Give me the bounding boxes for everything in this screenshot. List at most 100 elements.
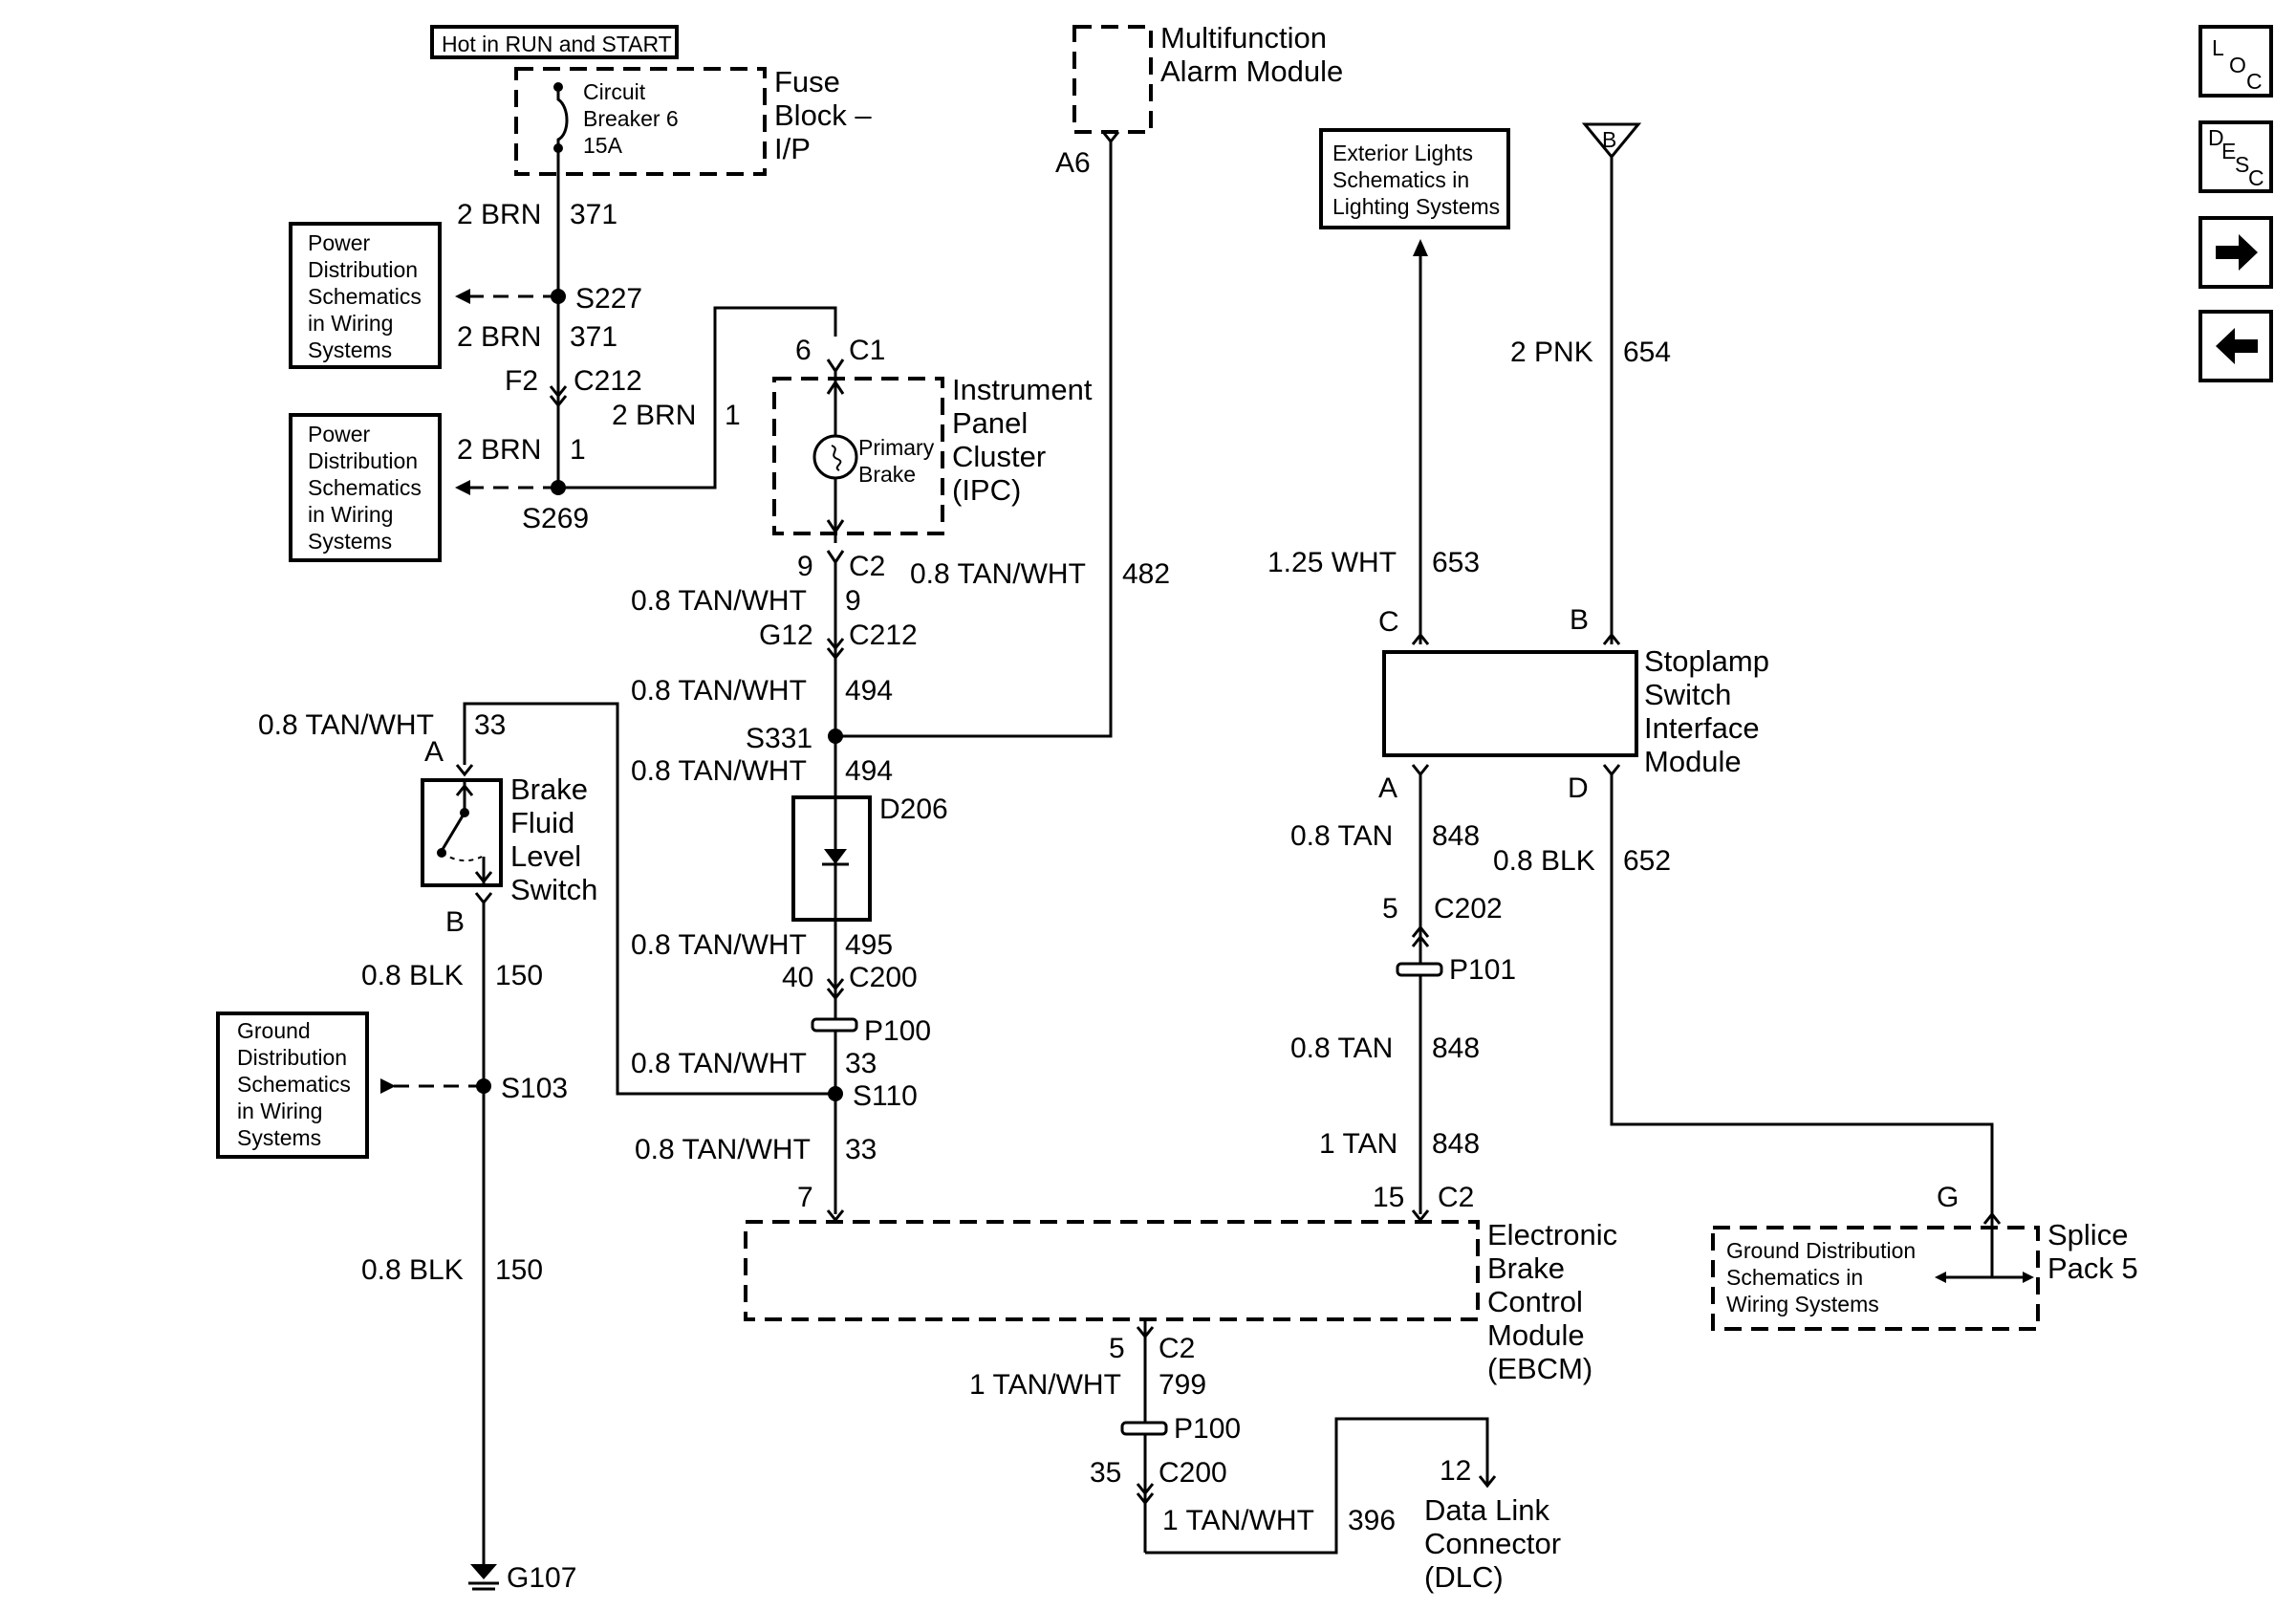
connector-p100: P100: [864, 1015, 931, 1047]
dlc-label-3: (DLC): [1424, 1560, 1504, 1594]
arrow-left-icon: [455, 289, 470, 304]
brake-switch-label-3: Level: [510, 839, 581, 873]
diode-icon: [824, 849, 847, 864]
wire-1-to-ipc: [558, 306, 837, 490]
splice-ground-ref-line-1: Ground Distribution: [1726, 1238, 1916, 1263]
instrument-panel-cluster: Primary Brake: [772, 371, 944, 543]
wire-color-16: 1 TAN/WHT: [1162, 1505, 1314, 1536]
wire-circuit-14: 150: [495, 1254, 543, 1286]
dlc-label-1: Data Link: [1424, 1493, 1549, 1527]
stoplamp-pin-c-symbol: [1411, 632, 1430, 645]
stoplamp-pin-b-symbol: [1602, 632, 1621, 645]
ebcm-label-1: Electronic: [1487, 1218, 1617, 1251]
brake-switch-pin-a-symbol: [455, 764, 474, 777]
loc-letter-o: O: [2229, 53, 2246, 77]
next-page-button[interactable]: [2199, 216, 2273, 289]
splice-s269-label: S269: [522, 503, 589, 534]
ground-distribution-ref[interactable]: Ground Distribution Schematics in Wiring…: [216, 1012, 369, 1159]
connector-p101: P101: [1449, 954, 1516, 986]
splice-pack-pin-symbol: [1982, 1211, 2002, 1225]
brake-switch-label-2: Fluid: [510, 806, 574, 839]
wire-circuit-12: 33: [845, 1134, 877, 1165]
splice-pack-pin-g: G: [1937, 1182, 1959, 1213]
wire-circuit-7: 494: [845, 675, 893, 707]
power1-line-1: Power: [308, 230, 371, 255]
wire-circuit-10: 495: [845, 929, 893, 961]
wire-circuit-4: 1: [570, 434, 586, 466]
connector-c202-pin: 5: [1382, 893, 1398, 925]
brake-switch-label-1: Brake: [510, 772, 588, 806]
wire-652: [1610, 774, 1994, 1224]
ipc-label-3: Cluster: [952, 440, 1046, 473]
power2-line-5: Systems: [308, 529, 392, 554]
ebcm-connector-c2b: C2: [1159, 1333, 1195, 1364]
loc-button[interactable]: L O C: [2199, 25, 2273, 98]
wire-circuit-13: 150: [495, 960, 543, 991]
power2-line-2: Distribution: [308, 448, 418, 473]
stoplamp-pin-a-symbol: [1411, 764, 1430, 777]
wire-circuit-11: 33: [845, 1048, 877, 1079]
dlc-pin-12: 12: [1440, 1455, 1471, 1487]
exterior-lights-ref[interactable]: Exterior Lights Schematics in Lighting S…: [1319, 128, 1510, 229]
connector-c202: C202: [1434, 893, 1503, 925]
wire-color-7: 0.8 TAN/WHT: [631, 675, 807, 707]
brake-fluid-level-switch: [421, 778, 503, 887]
stoplamp-switch-interface-module: [1382, 650, 1638, 757]
wire-color-12: 0.8 TAN/WHT: [635, 1134, 811, 1165]
splice-ground-ref-line-2: Schematics in: [1726, 1265, 1863, 1290]
connector-c200b-symbol: [1136, 1483, 1155, 1506]
off-page-b-label: B: [1602, 127, 1616, 152]
connector-g12: G12: [759, 620, 813, 651]
switch-float-path: [441, 852, 483, 862]
wire-color-20: 0.8 BLK: [1493, 845, 1595, 877]
connector-c212-symbol: [549, 385, 568, 408]
connector-c200-pin: 40: [782, 962, 813, 993]
ground-icon: [468, 1564, 499, 1591]
splice-ground-ref-line-3: Wiring Systems: [1726, 1292, 1879, 1316]
wire-color-1: 2 BRN: [457, 199, 541, 230]
wire-circuit-1: 371: [570, 199, 617, 230]
breaker-line-2: Breaker 6: [583, 106, 679, 131]
ground-g107: G107: [507, 1562, 576, 1594]
ipc-arrow-down: [826, 519, 845, 534]
pass-through-p101: [1396, 962, 1443, 977]
wire-circuit-9: 33: [474, 709, 506, 741]
ebcm-pin-15: 15: [1373, 1182, 1404, 1213]
switch-arrow-up: [455, 783, 474, 796]
splice-pack-5: Ground Distribution Schematics in Wiring…: [1711, 1224, 2040, 1331]
off-page-b-icon: [1581, 122, 1642, 160]
diode-d206-label: D206: [879, 794, 948, 825]
ebcm-label-4: Module: [1487, 1318, 1585, 1352]
stoplamp-pin-c: C: [1378, 606, 1399, 638]
diode-d206: [791, 795, 872, 922]
arrow-up-icon: [1413, 239, 1428, 256]
breaker-line-1: Circuit: [583, 79, 646, 104]
hot-in-run-text: Hot in RUN and START: [442, 32, 672, 56]
desc-letter-e: E: [2221, 139, 2236, 163]
power-distribution-ref-2[interactable]: Power Distribution Schematics in Wiring …: [289, 413, 442, 562]
splice-s331: [828, 729, 843, 744]
power2-line-3: Schematics: [308, 475, 422, 500]
power1-line-3: Schematics: [308, 284, 422, 309]
wire-396: [1145, 1417, 1489, 1555]
bulb-filament: [831, 445, 842, 471]
exterior-ref-line-1: Exterior Lights: [1332, 141, 1473, 165]
power-distribution-ref-1[interactable]: Power Distribution Schematics in Wiring …: [289, 222, 442, 369]
ebcm-label-5: (EBCM): [1487, 1352, 1592, 1385]
arrow-left-icon: [2216, 328, 2258, 364]
connector-c212b-symbol: [826, 638, 845, 661]
connector-c2-pin: 9: [797, 551, 813, 582]
wire-circuit-6: 482: [1122, 558, 1170, 590]
prev-page-button[interactable]: [2199, 310, 2273, 382]
desc-button[interactable]: D E S C: [2199, 120, 2273, 193]
brake-switch-label-4: Switch: [510, 873, 597, 906]
exterior-ref-line-2: Schematics in: [1332, 167, 1469, 192]
power1-line-4: in Wiring: [308, 311, 393, 336]
desc-letter-d: D: [2208, 125, 2224, 150]
splice-pack-label-1: Splice: [2047, 1218, 2128, 1251]
arrow-right-icon: [2216, 234, 2258, 271]
circuit-breaker-symbol: [556, 87, 569, 148]
ebcm-connector-c2: C2: [1438, 1182, 1474, 1213]
ipc-label-1: Instrument: [952, 373, 1093, 406]
